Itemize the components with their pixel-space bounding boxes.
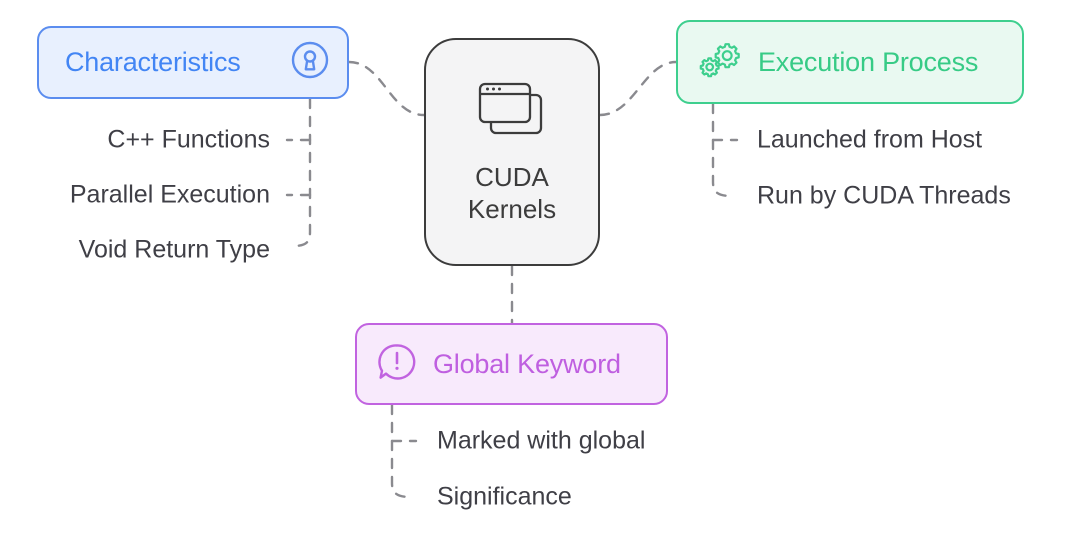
center-node-label: CUDA Kernels xyxy=(468,162,556,225)
leaf-characteristics-0[interactable]: C++ Functions xyxy=(107,125,270,154)
branch-global-keyword-label: Global Keyword xyxy=(433,348,621,379)
branch-global-keyword[interactable]: Global Keyword xyxy=(355,323,668,405)
leaf-execution-process-1[interactable]: Run by CUDA Threads xyxy=(757,181,1011,210)
connector-center-to-execution xyxy=(598,60,678,117)
connector-global-spine xyxy=(390,403,414,499)
leaf-global-keyword-0[interactable]: Marked with global xyxy=(437,426,646,455)
leaf-characteristics-1[interactable]: Parallel Execution xyxy=(69,180,270,209)
leaf-execution-process-0[interactable]: Launched from Host xyxy=(757,125,983,154)
center-node-cuda-kernels[interactable]: CUDA Kernels xyxy=(424,38,600,266)
branch-execution-process-label: Execution Process xyxy=(758,46,979,77)
leaf-global-keyword-1[interactable]: Significance xyxy=(437,482,572,511)
center-node-label-line2: Kernels xyxy=(467,193,557,224)
connector-execution-spine xyxy=(711,102,735,198)
stacked-windows-icon xyxy=(476,79,548,146)
speech-bubble-alert-icon xyxy=(375,340,419,389)
leaf-characteristics-2[interactable]: Void Return Type xyxy=(78,235,270,264)
branch-characteristics[interactable]: Characteristics xyxy=(37,26,349,99)
connector-center-to-characteristics xyxy=(347,60,426,117)
connector-characteristics-spine xyxy=(289,97,312,248)
branch-characteristics-label: Characteristics xyxy=(65,47,241,77)
branch-execution-process[interactable]: Execution Process xyxy=(676,20,1024,104)
keyhole-lock-icon xyxy=(289,39,331,86)
gears-icon xyxy=(696,38,744,87)
center-node-label-line1: CUDA xyxy=(475,161,549,192)
